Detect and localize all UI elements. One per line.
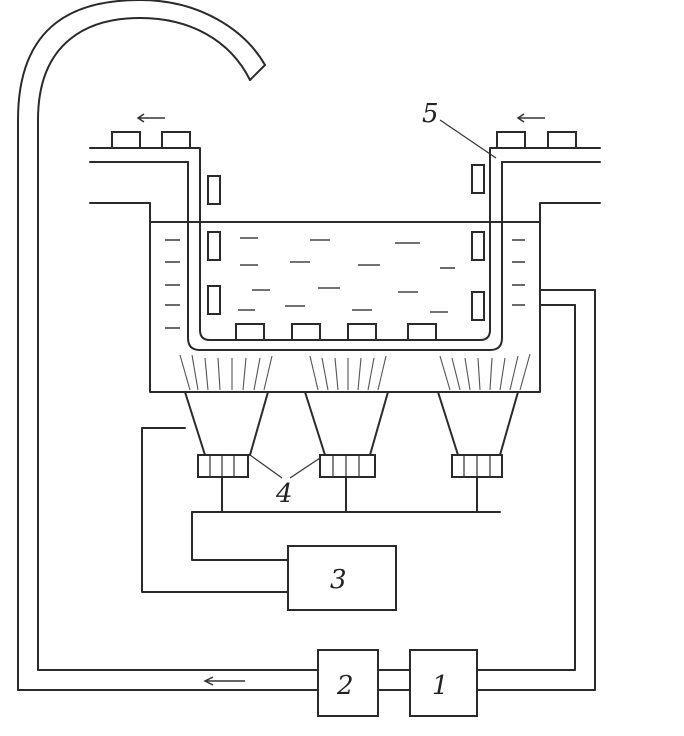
flow-arrow-bottom [203, 676, 245, 686]
label-5-leader [439, 119, 497, 159]
tank [89, 202, 601, 393]
return-pipe [17, 0, 596, 691]
unit-1-box [409, 649, 478, 717]
label-part: 5 [422, 99, 439, 129]
unit-2-box [317, 649, 379, 717]
conveyor-line [89, 147, 601, 351]
transducer-1 [184, 391, 269, 478]
label-unit-1: 1 [432, 671, 449, 701]
unit-3-box [287, 545, 397, 611]
transducer-wiring [141, 427, 501, 593]
ultrasonic-rays [179, 353, 531, 391]
transducer-3 [437, 391, 519, 478]
transducer-2 [304, 391, 389, 478]
parts-in-tank [207, 164, 485, 341]
conveyor-arrows [136, 113, 545, 123]
label-4-leaders [249, 454, 321, 479]
liquid [165, 237, 525, 329]
label-unit-2: 2 [336, 671, 354, 701]
parts-top [111, 131, 577, 149]
label-unit-3: 3 [330, 565, 347, 595]
label-transducers: 4 [275, 479, 293, 509]
